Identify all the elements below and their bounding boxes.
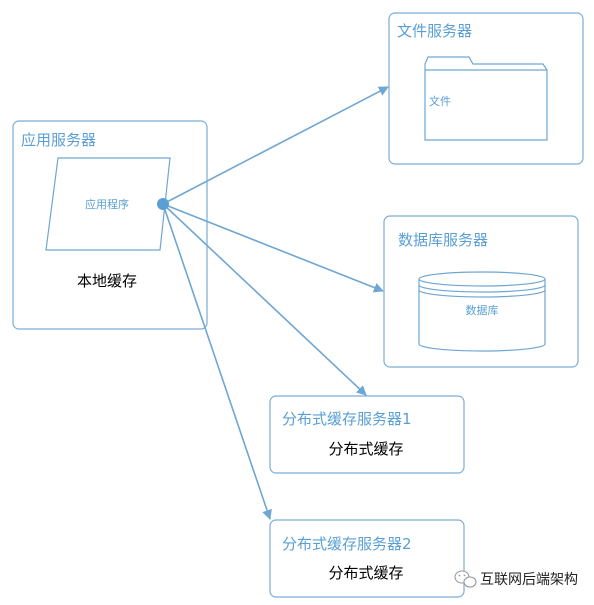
- edges: [157, 86, 389, 520]
- edge-to-db-server: [162, 203, 384, 293]
- db-server-node: 数据库服务器 数据库: [383, 215, 579, 368]
- db-label: 数据库: [466, 303, 499, 317]
- cache-server-1-node: 分布式缓存服务器1 分布式缓存: [269, 395, 465, 474]
- folder-label: 文件: [429, 94, 451, 108]
- cache-server-2-label: 分布式缓存: [328, 564, 403, 582]
- cache-server-1-label: 分布式缓存: [328, 440, 403, 458]
- file-server-title: 文件服务器: [397, 22, 472, 40]
- cache-server-1-box: [269, 395, 465, 474]
- edge-to-cache-server-1: [162, 203, 367, 396]
- app-program-label: 应用程序: [85, 197, 129, 211]
- watermark-text: 互联网后端架构: [480, 572, 578, 588]
- folder-icon: [424, 56, 548, 141]
- wechat-icon: [454, 570, 477, 588]
- app-program-shape: [45, 157, 171, 251]
- connection-origin-dot: [157, 198, 169, 210]
- watermark: 互联网后端架构: [454, 570, 578, 588]
- cache-server-2-title: 分布式缓存服务器2: [282, 535, 412, 553]
- cache-server-2-node: 分布式缓存服务器2 分布式缓存: [269, 519, 465, 598]
- app-server-node: 应用服务器 应用程序 本地缓存: [12, 120, 208, 330]
- cache-server-1-title: 分布式缓存服务器1: [282, 410, 412, 428]
- file-server-node: 文件服务器 文件: [388, 12, 584, 165]
- db-server-title: 数据库服务器: [398, 231, 488, 249]
- local-cache-label: 本地缓存: [77, 272, 137, 290]
- database-cylinder-icon: [418, 271, 546, 352]
- edge-to-file-server: [162, 86, 389, 205]
- edge-to-cache-server-2: [162, 203, 272, 520]
- app-server-title: 应用服务器: [21, 131, 96, 149]
- cache-server-2-box: [269, 519, 465, 598]
